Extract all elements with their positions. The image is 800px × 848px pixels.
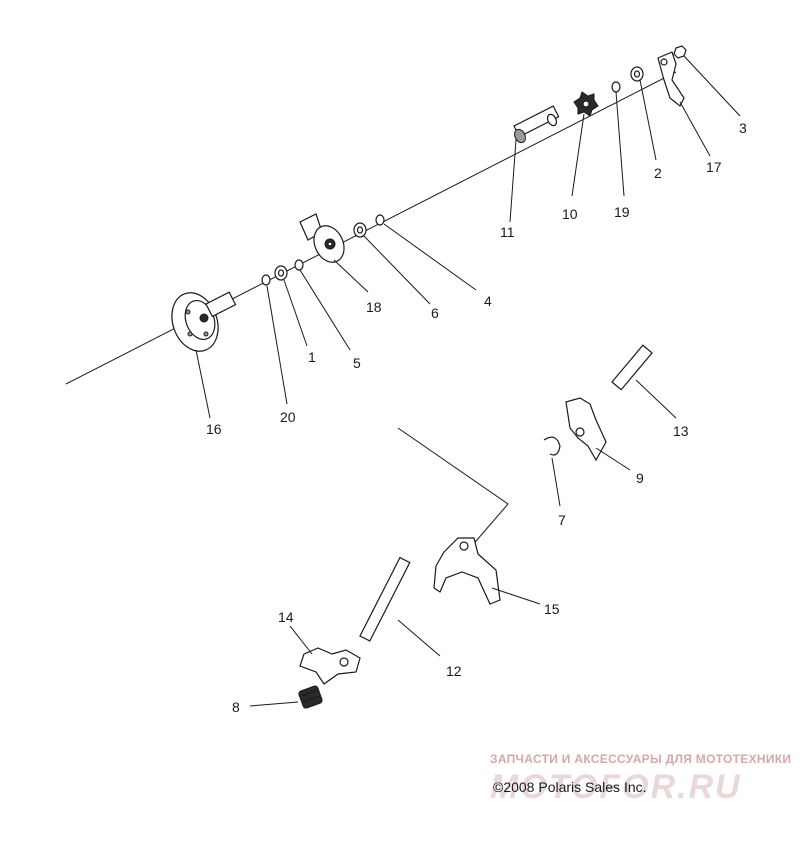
leader-4 <box>383 223 477 291</box>
part-17-arm-lever <box>657 51 685 107</box>
part-19-ring <box>611 81 621 93</box>
fork-axis-line <box>397 427 509 549</box>
callout-1: 1 <box>308 349 316 365</box>
part-11-shaft <box>513 105 560 144</box>
part-8-spring <box>298 685 323 709</box>
leader-10 <box>571 113 585 197</box>
part-5-ring <box>294 259 304 271</box>
assembly-axis-line <box>65 71 677 385</box>
part-6-washer <box>353 222 367 238</box>
leader-20 <box>266 285 288 405</box>
leader-7 <box>551 457 561 507</box>
leader-14 <box>289 625 313 655</box>
callout-10: 10 <box>562 206 578 222</box>
leader-12 <box>397 619 441 657</box>
leader-16 <box>195 349 211 419</box>
callout-13: 13 <box>673 423 689 439</box>
leader-17 <box>679 101 711 157</box>
leader-9 <box>595 447 631 471</box>
callout-18: 18 <box>366 299 382 315</box>
part-10-star-gear <box>573 91 599 117</box>
callout-8: 8 <box>232 699 240 715</box>
callout-5: 5 <box>353 355 361 371</box>
part-16-drum-plate <box>171 291 237 352</box>
callout-12: 12 <box>446 663 462 679</box>
leader-13 <box>635 379 677 419</box>
callout-20: 20 <box>280 409 296 425</box>
callout-3: 3 <box>739 120 747 136</box>
leader-11 <box>509 139 517 223</box>
callout-19: 19 <box>614 204 630 220</box>
part-1-washer <box>274 265 288 281</box>
leader-18 <box>333 259 369 293</box>
callout-11: 11 <box>500 224 515 240</box>
callout-4: 4 <box>484 293 492 309</box>
leader-6 <box>363 235 431 305</box>
part-20-bushing <box>261 274 271 286</box>
leader-1 <box>283 279 308 347</box>
callout-15: 15 <box>544 601 560 617</box>
callout-9: 9 <box>636 470 644 486</box>
callout-7: 7 <box>558 512 566 528</box>
copyright-notice: ©2008 Polaris Sales Inc. <box>493 779 647 795</box>
watermark-brand: MOTOFOR.RU <box>490 768 742 806</box>
callout-6: 6 <box>431 305 439 321</box>
part-2-washer <box>630 66 644 82</box>
callout-16: 16 <box>206 421 222 437</box>
leader-15 <box>491 587 541 605</box>
part-13-pin-shaft <box>611 344 653 391</box>
leader-5 <box>299 269 351 351</box>
leader-3 <box>683 55 741 117</box>
callout-14: 14 <box>278 609 294 625</box>
callout-17: 17 <box>706 159 722 175</box>
leader-2 <box>639 79 657 161</box>
part-14-shift-fork <box>299 647 361 685</box>
part-15-shift-fork <box>433 537 501 605</box>
leader-19 <box>615 91 625 197</box>
leader-8 <box>249 701 299 707</box>
part-7-clip <box>543 436 561 456</box>
part-4-ring <box>375 214 385 226</box>
watermark-tagline: ЗАПЧАСТИ И АКСЕССУАРЫ ДЛЯ МОТОТЕХНИКИ <box>490 752 792 766</box>
part-12-fork-rod <box>359 556 411 642</box>
part-18-gear-bracket <box>299 213 345 263</box>
callout-2: 2 <box>654 165 662 181</box>
